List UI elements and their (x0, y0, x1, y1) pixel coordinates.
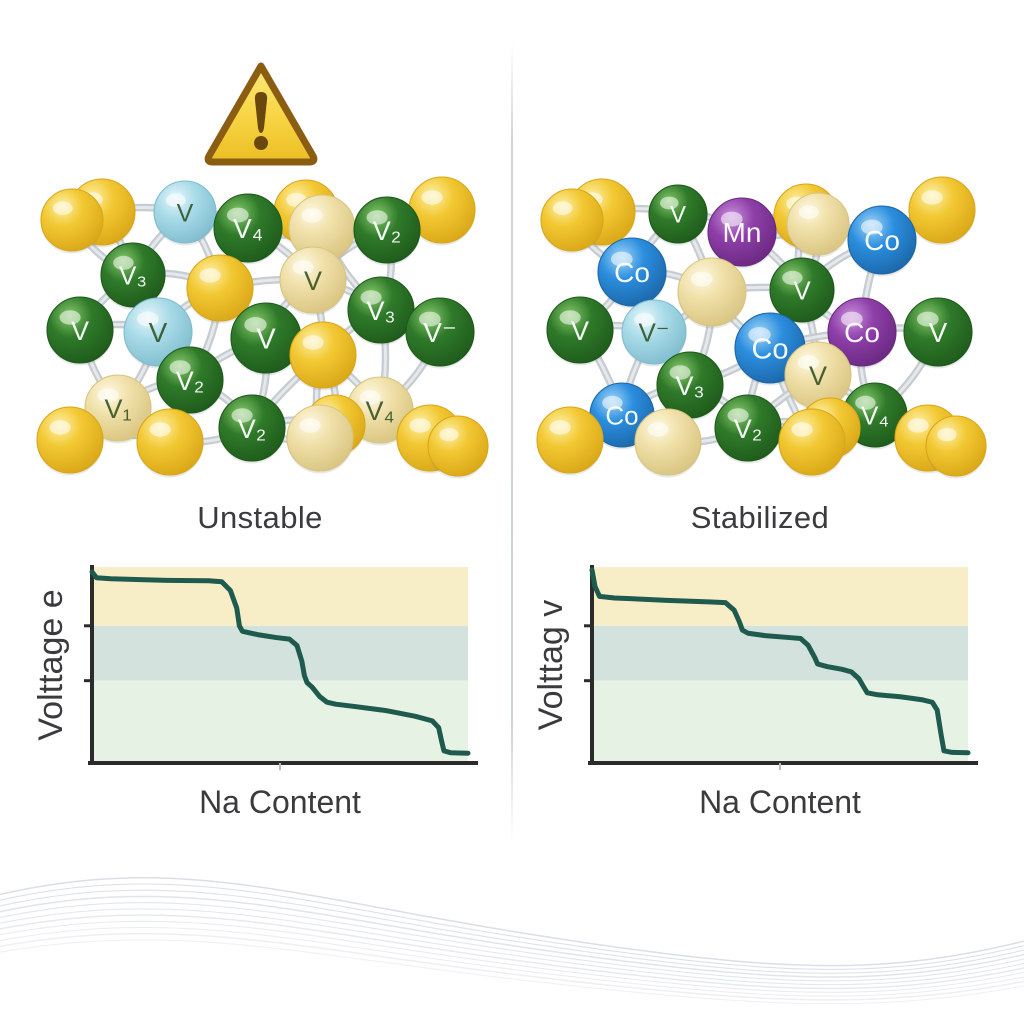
lattice-atom: V₁ (84, 374, 152, 444)
atom-label: V₄ (861, 401, 889, 431)
chart-bands (94, 567, 468, 763)
lattice-atom: V₃ (656, 351, 724, 421)
atom-label: V (256, 324, 276, 356)
panel-divider (511, 42, 513, 842)
lattice-atom: V₂ (714, 394, 782, 464)
lattice-atom (540, 188, 604, 254)
atom-label: V₂ (176, 366, 205, 396)
lattice-atom: V (279, 246, 347, 316)
atom-label: Co (751, 334, 788, 366)
atom-label: V₄ (233, 213, 263, 244)
atom-label: V⁻ (423, 317, 456, 348)
atom-label: V (571, 316, 589, 346)
atom-label: V (177, 199, 194, 227)
lattice-atom: Co (597, 237, 667, 309)
lattice-atom: V (153, 180, 217, 246)
lattice-atom (286, 404, 354, 474)
atom-label: Co (605, 401, 638, 431)
lattice-atom: Mn (707, 197, 777, 269)
atom-label: Mn (723, 217, 762, 248)
chart-axes (84, 565, 478, 770)
lattice-atom (288, 194, 356, 264)
atom-label: V₂ (373, 216, 402, 246)
chart-ylabel: Volttage e (32, 589, 70, 740)
panel-caption-unstable: Unstable (197, 500, 323, 535)
atom-label: V₃ (366, 296, 395, 326)
voltage-chart-unstable: Volttage e Na Content (30, 555, 490, 825)
chart-axes (584, 565, 978, 770)
atom-label: V₂ (238, 414, 267, 444)
lattice-atom (786, 192, 850, 258)
atom-label: V (149, 317, 168, 348)
lattice-atom: V⁻ (405, 297, 475, 369)
lattice-atom (778, 408, 846, 478)
atom-label: V (304, 266, 322, 296)
lattice-atom: V₂ (353, 196, 421, 266)
voltage-curve (589, 567, 971, 756)
atom-label: V (793, 276, 811, 306)
lattice-atom: V₄ (346, 376, 414, 446)
lattice-atom: V (648, 184, 708, 246)
lattice-atom: V (784, 341, 852, 411)
lattice-atom: V (546, 296, 614, 366)
lattice-atom (289, 321, 357, 391)
atom-label: V₃ (675, 371, 704, 401)
chart-xlabel: Na Content (199, 784, 361, 820)
atom-label: V₃ (119, 261, 147, 291)
atom-label: Co (864, 225, 900, 256)
lattice-atom (634, 408, 702, 478)
lattice-atom: V⁻ (621, 299, 687, 367)
voltage-curve (89, 569, 471, 756)
chart-xlabel: Na Content (699, 784, 861, 820)
chart-ylabel: Volttag v (532, 600, 570, 730)
lattice-atom: Co (847, 205, 917, 277)
wave-lines (0, 877, 1024, 1005)
atom-label: V₂ (734, 414, 763, 444)
lattice-atom: V (46, 296, 114, 366)
atom-label: V (71, 316, 89, 346)
lattice-atom: V (769, 257, 835, 325)
panel-caption-stabilized: Stabilized (690, 500, 830, 535)
warning-triangle-icon (203, 58, 319, 168)
voltage-chart-stabilized: Volttag v Na Content (530, 555, 990, 825)
lattice-atom: V₃ (100, 242, 166, 310)
lattice-atom: V₄ (213, 193, 283, 265)
lattice-atom (536, 406, 604, 476)
atom-label: V⁻ (638, 318, 669, 348)
atom-label: Co (614, 257, 650, 288)
atom-label: V₄ (365, 396, 394, 426)
lattice-atom: Co (827, 297, 897, 369)
lattice-atom (925, 415, 987, 479)
atom-label: Co (844, 317, 880, 348)
lattice-atom (677, 257, 747, 329)
lattice-atom (36, 406, 104, 476)
lattice-atom: V₂ (218, 394, 286, 464)
lattice-atom: V₂ (156, 346, 224, 416)
atom-label: V (670, 202, 686, 229)
lattice-atom (427, 415, 489, 479)
atom-label: V (809, 361, 827, 391)
lattice-atom (40, 188, 104, 254)
wave-ribbon-decoration (0, 828, 1024, 1024)
atom-label: V (929, 317, 948, 348)
atom-label: V₁ (104, 394, 131, 424)
lattice-atom: V (230, 302, 302, 376)
lattice-atom: V (903, 297, 973, 369)
lattice-atom (908, 176, 976, 246)
lattice-atom (136, 408, 204, 478)
lattice-atom (186, 254, 254, 324)
lattice-atom: V₃ (347, 276, 415, 346)
chart-bands (594, 567, 968, 763)
